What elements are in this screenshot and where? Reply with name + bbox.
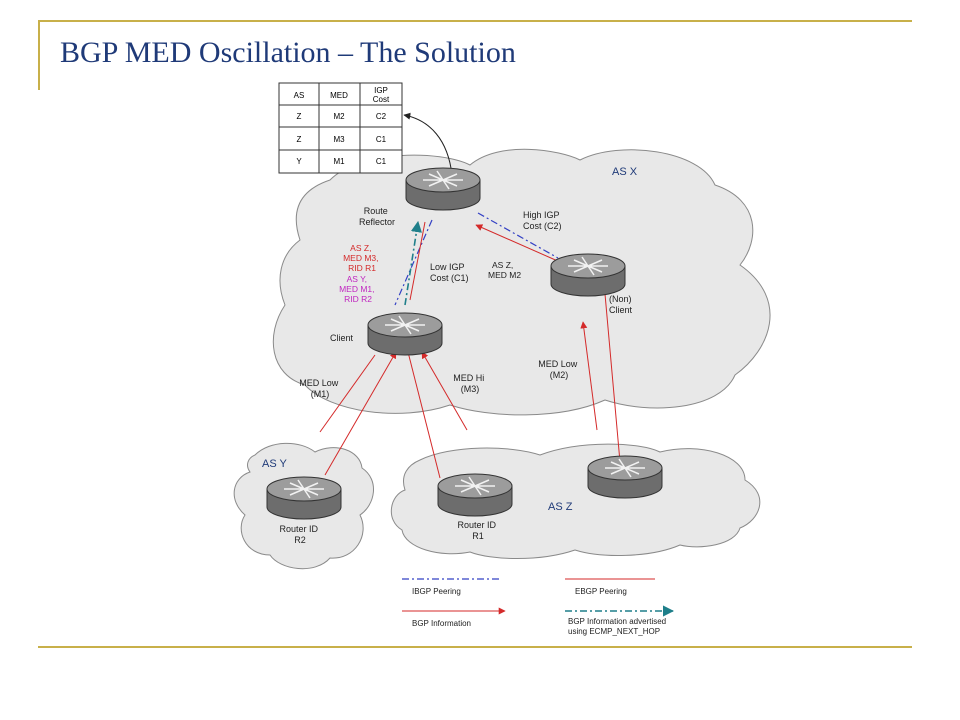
med-hi-m3-label: MED Hi (M3) bbox=[453, 373, 487, 394]
med-low-m2-label: MED Low (M2) bbox=[538, 359, 580, 380]
legend-bgp-info-label: BGP Information bbox=[412, 619, 471, 628]
ebgp-link-mid bbox=[407, 351, 441, 479]
med-low-m1-label: MED Low (M1) bbox=[299, 378, 341, 399]
asz-med-label: AS Z, MED M2 bbox=[488, 260, 521, 280]
legend-ebgp-label: EBGP Peering bbox=[575, 587, 627, 596]
bgp-client-to-rr bbox=[409, 221, 426, 301]
route-table: AS MED IGP Cost Z M2 C2 Z M3 C1 Y M1 C1 bbox=[278, 82, 403, 174]
ibgp-rr-nonclient bbox=[477, 212, 559, 259]
ebgp-r2-to-client bbox=[324, 351, 397, 476]
ebgp-z-to-nonclient bbox=[580, 321, 598, 431]
bgp-nonclient-to-rr bbox=[475, 224, 561, 263]
client-label: Client bbox=[330, 333, 354, 343]
table-cell: C2 bbox=[376, 112, 387, 121]
table-cell: Y bbox=[296, 157, 302, 166]
rr-label: Route Reflector bbox=[359, 206, 395, 227]
as-x-label: AS X bbox=[612, 166, 638, 178]
r2-label: Router ID R2 bbox=[279, 524, 320, 545]
table-cell: Z bbox=[297, 135, 302, 144]
ibgp-rr-client bbox=[394, 219, 433, 306]
table-cell: M3 bbox=[333, 135, 345, 144]
as-y-label: AS Y bbox=[262, 458, 288, 470]
adv-red-label: AS Z, MED M3, RID R1 bbox=[343, 243, 381, 273]
table-cell: M1 bbox=[333, 157, 345, 166]
router-icon bbox=[587, 455, 663, 499]
rr-to-table-arrow bbox=[403, 112, 453, 176]
legend: IBGP Peering EBGP Peering BGP Informatio… bbox=[402, 578, 675, 636]
table-header-igp: IGP bbox=[374, 86, 388, 95]
table-header-as: AS bbox=[294, 91, 305, 100]
table-cell: M2 bbox=[333, 112, 345, 121]
as-z-cloud bbox=[391, 443, 761, 559]
slide-title: BGP MED Oscillation – The Solution bbox=[60, 36, 516, 69]
nonclient-label: (Non) Client bbox=[609, 294, 634, 315]
adv-magenta-label: AS Y, MED M1, RID R2 bbox=[339, 274, 377, 304]
bottom-rule bbox=[38, 646, 912, 648]
left-rule bbox=[38, 20, 40, 90]
table-cell: C1 bbox=[376, 157, 387, 166]
legend-ecmp-label: BGP Information advertised using ECMP_NE… bbox=[568, 617, 668, 636]
high-igp-label: High IGP Cost (C2) bbox=[523, 210, 562, 231]
top-rule bbox=[38, 20, 912, 22]
ebgp-link-right bbox=[604, 293, 621, 463]
legend-ibgp-label: IBGP Peering bbox=[412, 587, 461, 596]
router-icon bbox=[405, 167, 481, 211]
ebgp-r1-to-client bbox=[421, 351, 468, 431]
ebgp-link-left bbox=[319, 354, 376, 433]
table-cell: C1 bbox=[376, 135, 387, 144]
table-header-cost: Cost bbox=[373, 95, 390, 104]
router-icon bbox=[367, 312, 443, 356]
router-icon bbox=[550, 253, 626, 297]
r1-label: Router ID R1 bbox=[457, 520, 498, 541]
ecmp-client-to-rr bbox=[404, 220, 422, 306]
router-icon bbox=[437, 473, 513, 517]
router-icon bbox=[266, 476, 342, 520]
low-igp-label: Low IGP Cost (C1) bbox=[430, 262, 469, 283]
table-header-med: MED bbox=[330, 91, 348, 100]
as-z-label: AS Z bbox=[548, 501, 573, 513]
table-cell: Z bbox=[297, 112, 302, 121]
